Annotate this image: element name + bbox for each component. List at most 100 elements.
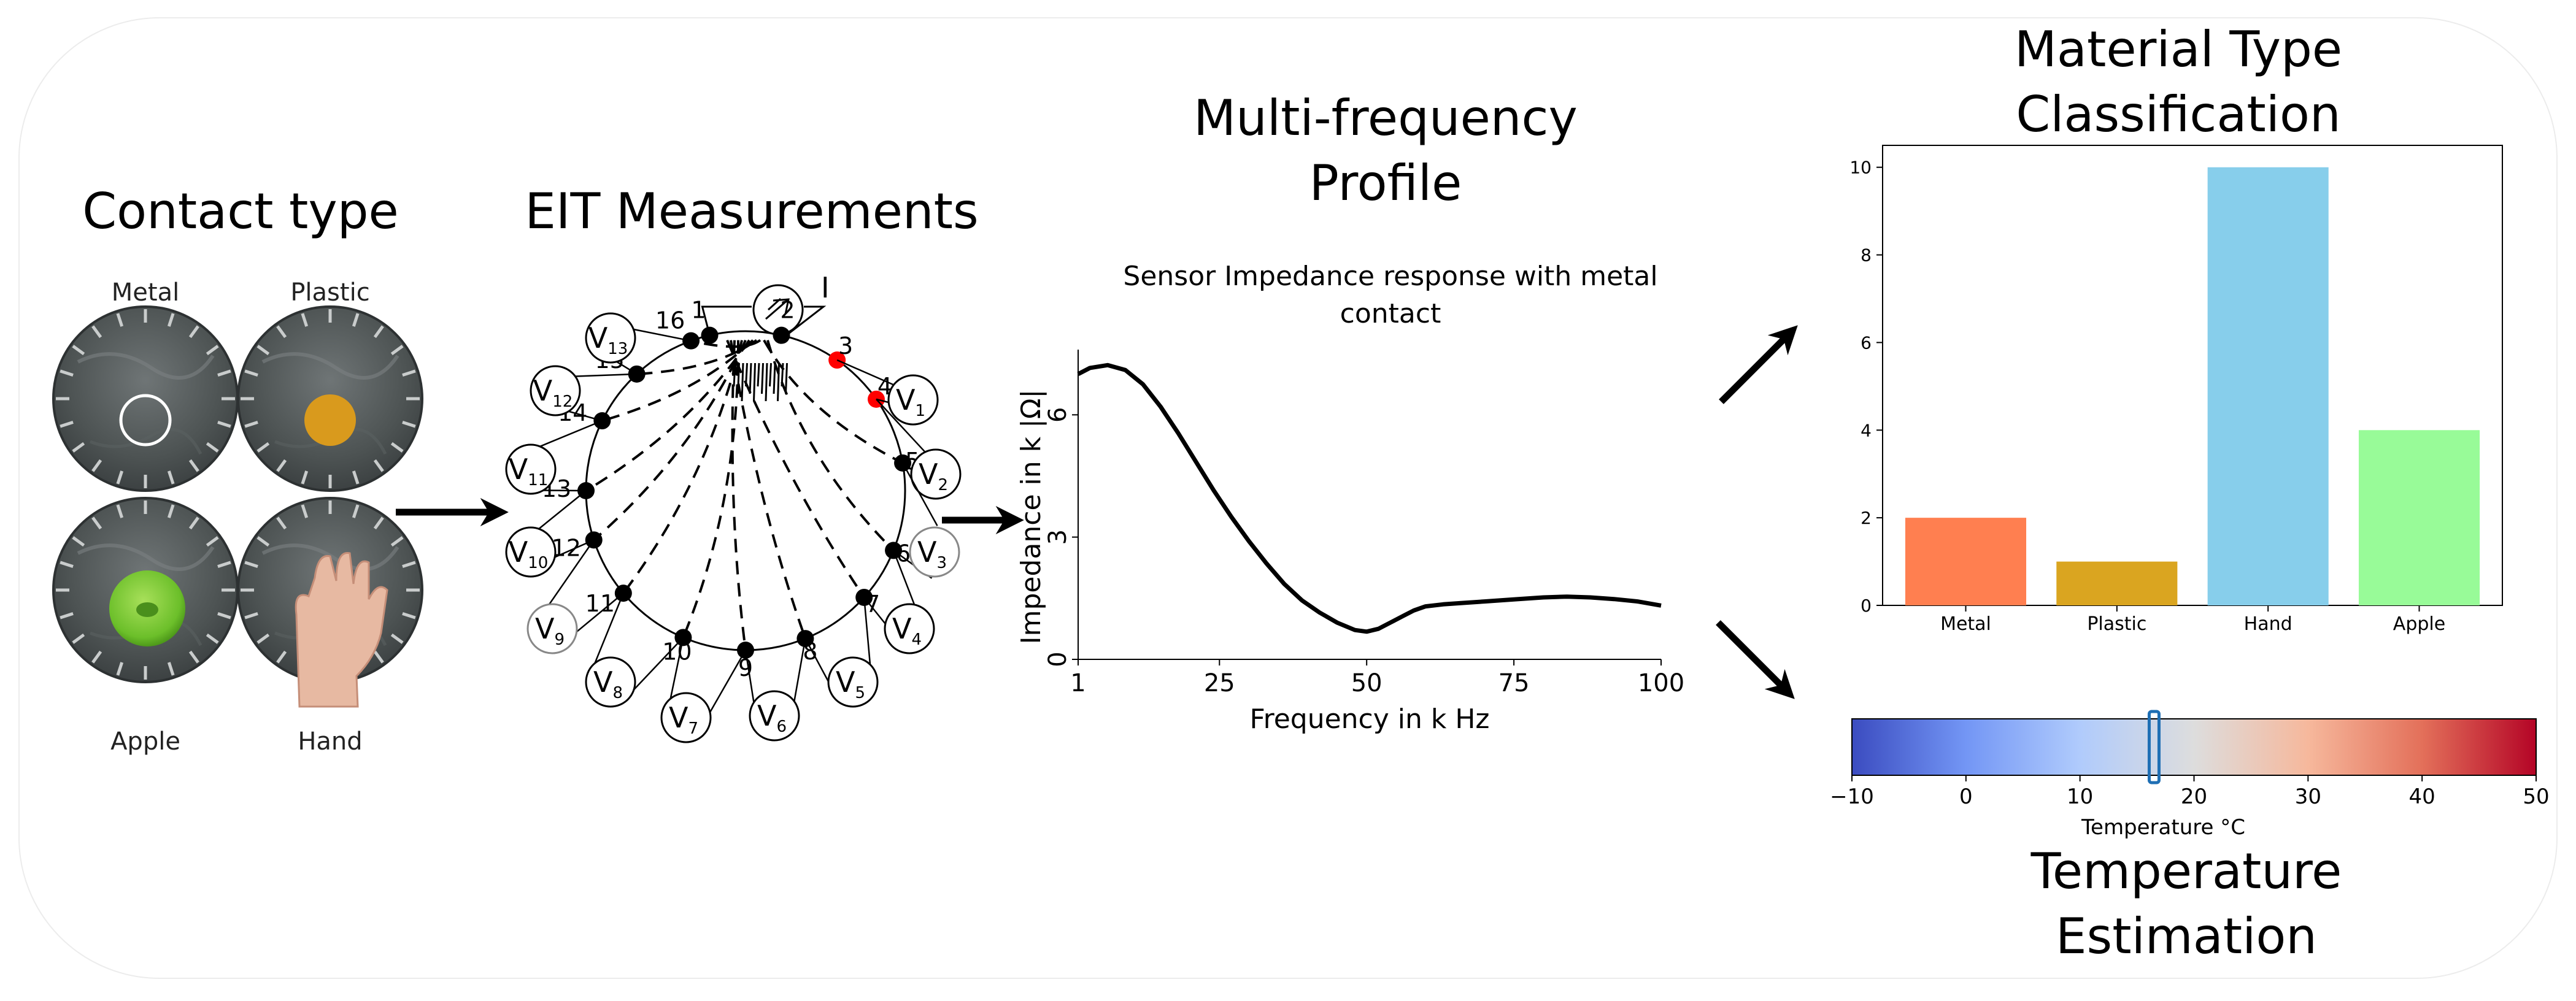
source-tick <box>741 362 744 402</box>
plate-tick <box>402 561 416 569</box>
apple-stem-dimple <box>136 602 158 617</box>
plate-tick <box>276 459 287 472</box>
line-chart-title-line1: Sensor Impedance response with metal <box>1123 261 1657 292</box>
voltmeter-v13: V13 <box>585 312 692 375</box>
plate-tick <box>91 516 102 530</box>
plate-tick <box>301 504 309 518</box>
voltmeter-v8: V8 <box>585 593 684 708</box>
voltmeter-v9: V9 <box>526 539 624 654</box>
material-type-title-line1: Material Type <box>2015 21 2342 78</box>
material-type-title-line2: Classification <box>2016 86 2340 143</box>
electrode-label-16: 16 <box>655 307 685 334</box>
plate-tick <box>373 459 384 472</box>
voltmeter-circle <box>887 374 939 426</box>
plate-tick <box>390 345 404 356</box>
plate-tick <box>72 633 85 644</box>
source-tick <box>757 362 760 387</box>
voltmeter-label: V6 <box>757 699 787 736</box>
plate-tick <box>390 442 404 453</box>
plate-tick <box>91 325 102 339</box>
source-tick <box>761 362 764 394</box>
rounded-frame <box>18 17 2558 979</box>
arrow-profile-to-temperature <box>1716 620 1795 699</box>
field-line <box>731 340 747 650</box>
voltmeter-circle <box>530 365 581 416</box>
field-line <box>766 340 895 551</box>
voltmeter-lead <box>628 637 684 696</box>
y-tick-label: 4 <box>1861 420 1872 440</box>
voltmeter-lead <box>836 359 902 389</box>
x-tick-label: 1 <box>1070 669 1086 697</box>
plate-tick <box>91 650 102 664</box>
plate-tick <box>352 504 360 518</box>
source-tick <box>749 362 752 394</box>
plate-tick <box>206 442 219 453</box>
plate-tick <box>301 470 309 485</box>
x-tick-label-plastic: Plastic <box>2087 613 2146 635</box>
sensor-plate <box>52 305 239 492</box>
x-tick-label-apple: Apple <box>2393 613 2445 635</box>
plate-tick <box>116 470 124 485</box>
voltmeter-circle <box>910 448 962 500</box>
colorbar-tick-label: 0 <box>1959 784 1973 809</box>
x-tick-label: 25 <box>1204 669 1235 697</box>
electrode-2 <box>773 326 790 344</box>
x-axis-label: Frequency in k Hz <box>1249 704 1489 735</box>
voltmeter-v11: V11 <box>505 420 603 495</box>
electrode-label-3: 3 <box>838 332 853 359</box>
hand-shape <box>295 552 388 708</box>
electrode-label-2: 2 <box>780 297 795 324</box>
plate-tick <box>390 633 404 644</box>
source-tick <box>733 362 736 387</box>
contact-label-metal: Metal <box>112 278 179 307</box>
plate-tick <box>244 369 258 377</box>
plate-tick <box>206 345 219 356</box>
voltmeter-label: V12 <box>533 374 573 411</box>
voltmeter-circle <box>909 526 960 578</box>
impedance-line-chart: Sensor Impedance response with metal con… <box>1016 261 1684 735</box>
plate-tick <box>373 650 384 664</box>
colorbar-tick-label: 40 <box>2409 784 2435 809</box>
voltmeter-v10: V10 <box>505 490 595 578</box>
plate-tick <box>72 345 85 356</box>
contact-type-title: Contact type <box>82 183 398 240</box>
voltmeter-v4: V4 <box>863 550 935 654</box>
plate-tick <box>167 504 175 518</box>
plate-tick <box>91 459 102 472</box>
plate-tick <box>352 313 360 327</box>
plate-tick <box>352 470 360 485</box>
colorbar-axis-label: Temperature °C <box>2081 815 2245 840</box>
field-line <box>593 339 747 541</box>
y-tick-label: 6 <box>1861 332 1872 353</box>
electrode-1 <box>701 326 719 344</box>
current-source-circle <box>752 284 804 336</box>
y-tick-label: 6 <box>1044 407 1072 423</box>
voltmeter-lead <box>876 399 928 456</box>
voltmeter-lead <box>863 597 871 670</box>
voltmeter-v2: V2 <box>876 399 962 500</box>
flow-arrows <box>396 325 1798 699</box>
field-line <box>763 339 903 464</box>
y-tick-label: 2 <box>1861 508 1872 528</box>
plate-tick <box>402 612 416 619</box>
bar-plastic <box>2056 561 2178 605</box>
plate-tick <box>217 561 231 569</box>
voltmeter-lead <box>791 638 806 713</box>
plate-tick <box>167 313 175 327</box>
plate-tick <box>72 442 85 453</box>
colorbar-tick-label: 20 <box>2181 784 2207 809</box>
multi-frequency-title-line2: Profile <box>1309 155 1462 212</box>
source-tick <box>785 362 788 394</box>
plate-tick <box>244 561 258 569</box>
electrode-label-1: 1 <box>691 297 706 324</box>
plate-tick <box>402 420 416 428</box>
plate-tick <box>60 420 74 428</box>
plate-tick <box>206 536 219 547</box>
electrode-label-10: 10 <box>662 638 692 665</box>
voltmeter-v12: V12 <box>530 365 637 422</box>
source-tick <box>777 362 780 402</box>
y-tick-label: 8 <box>1861 245 1872 266</box>
voltmeter-v3: V3 <box>893 462 960 579</box>
plate-tick <box>402 369 416 377</box>
